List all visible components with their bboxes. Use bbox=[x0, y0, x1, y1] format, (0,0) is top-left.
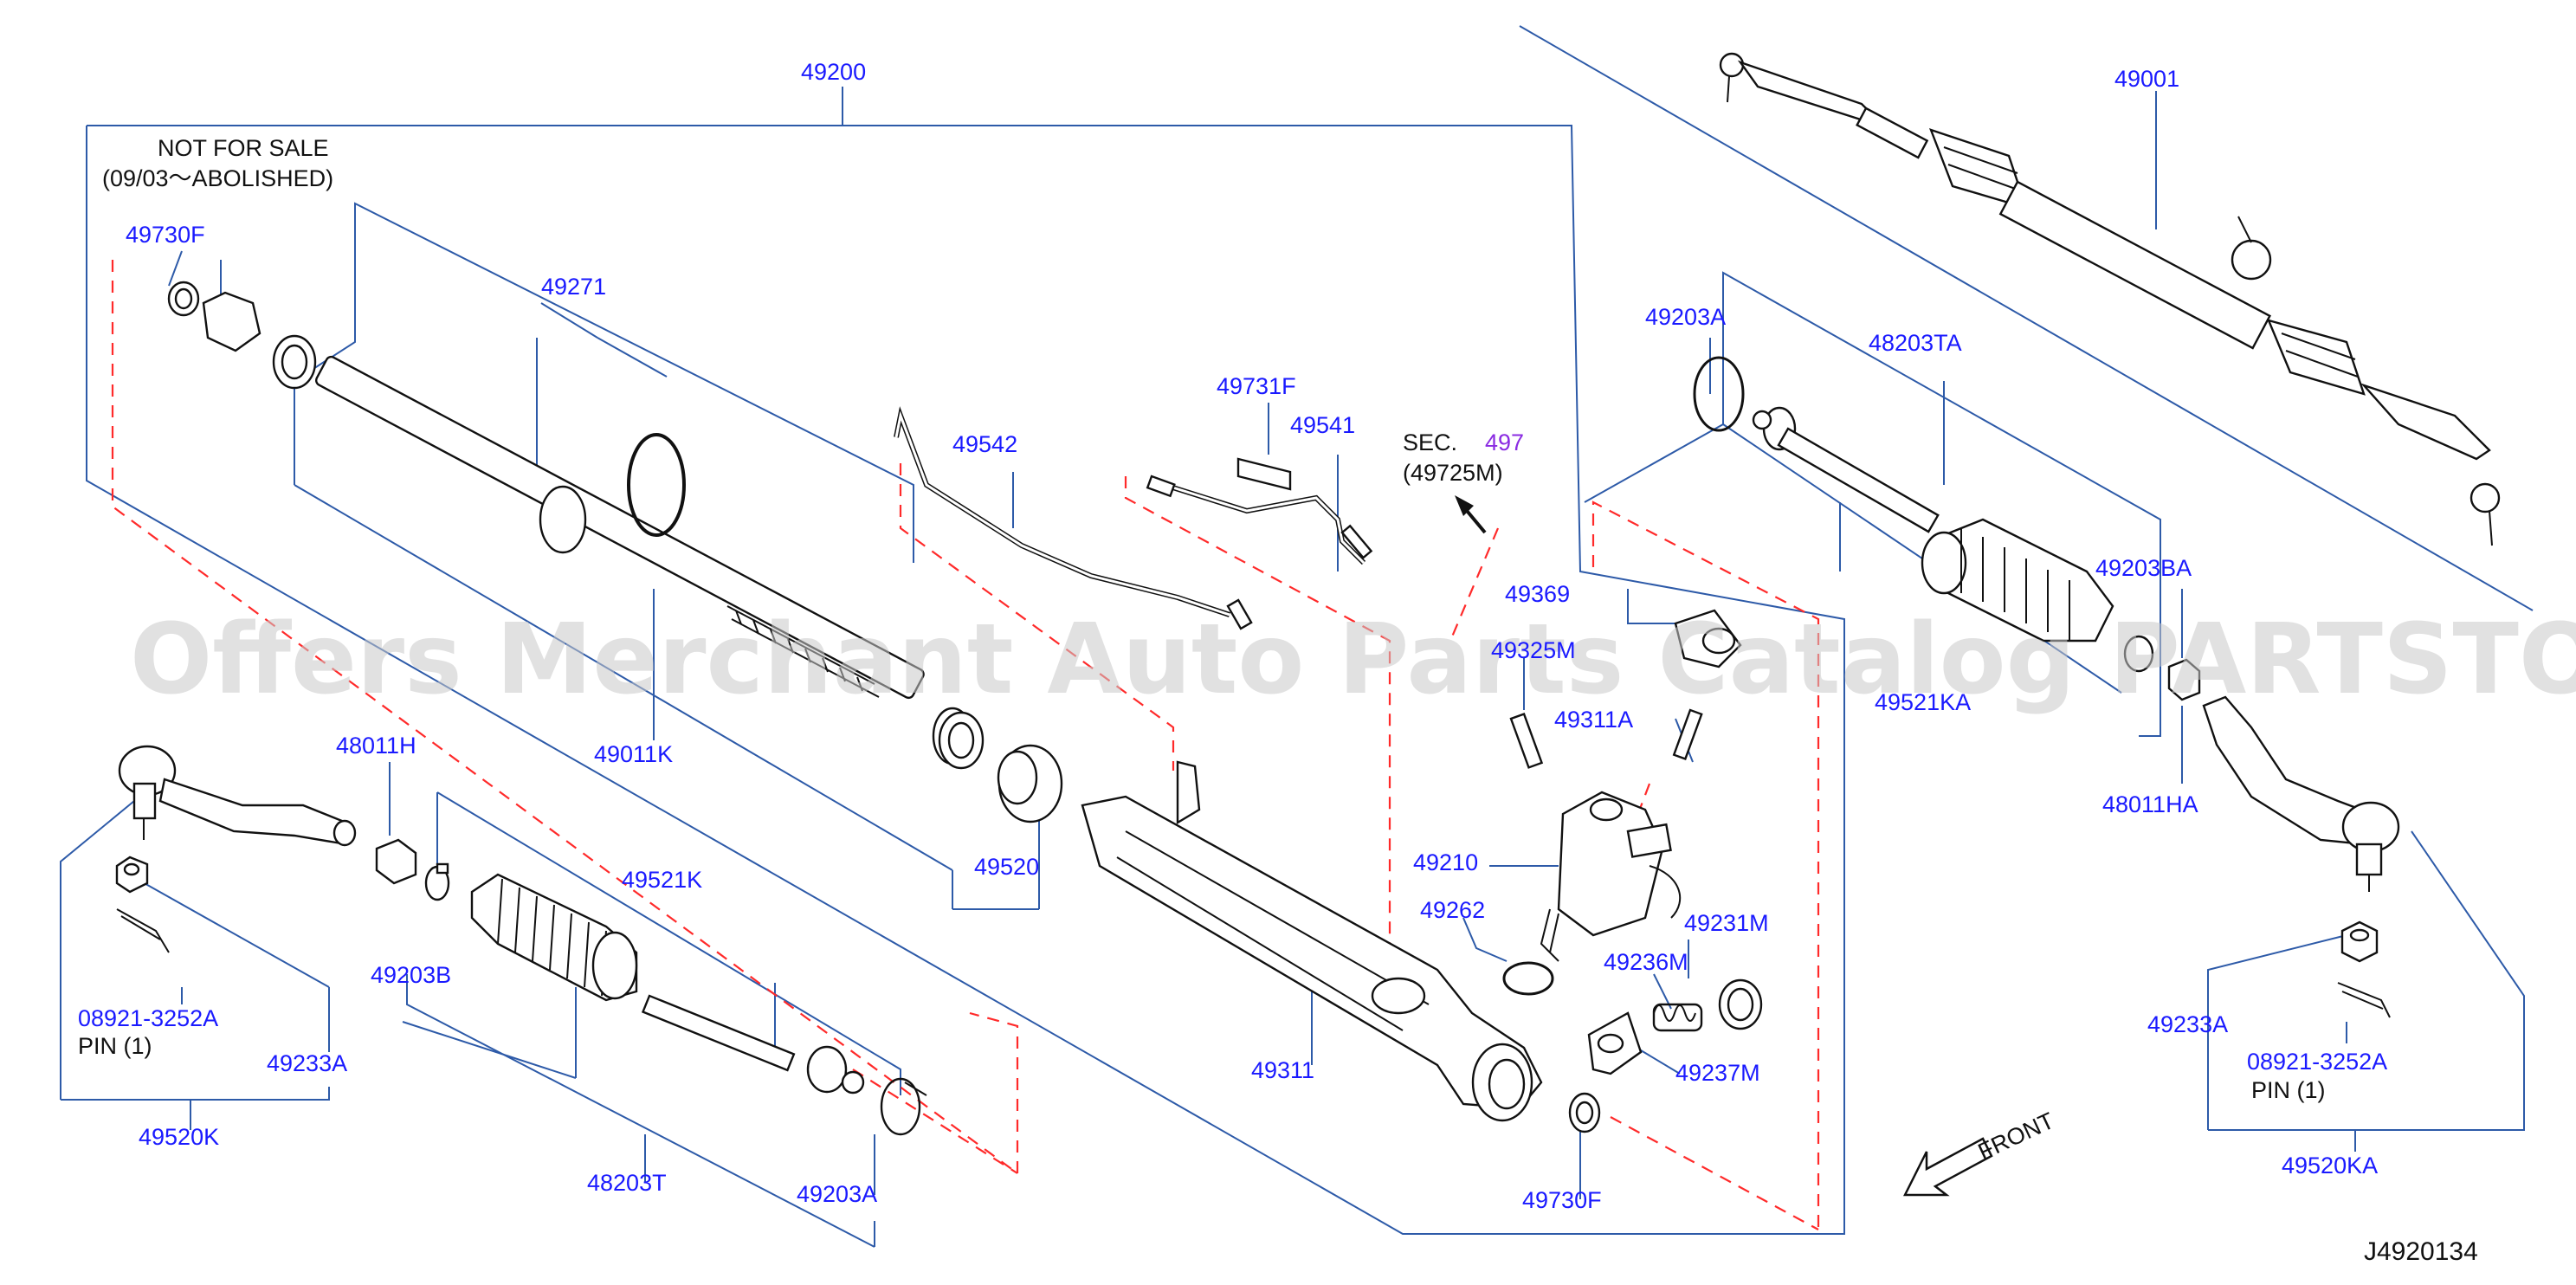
label-48011HA[interactable]: 48011HA bbox=[2102, 791, 2198, 817]
label-49210[interactable]: 49210 bbox=[1413, 849, 1478, 875]
label-49730F-upper[interactable]: 49730F bbox=[126, 222, 205, 248]
o-ring-49262 bbox=[1502, 961, 1554, 996]
nut-right bbox=[2340, 920, 2379, 963]
label-49311A[interactable]: 49311A bbox=[1554, 707, 1633, 733]
label-49011K[interactable]: 49011K bbox=[594, 741, 673, 767]
label-49521K[interactable]: 49521K bbox=[622, 867, 702, 893]
label-49233A-left[interactable]: 49233A bbox=[267, 1050, 347, 1076]
front-label: FRONT bbox=[1974, 1107, 2058, 1165]
boot-48203T bbox=[470, 873, 638, 1002]
cap-49231M bbox=[1718, 978, 1763, 1030]
part-labels[interactable]: 49200 49001 NOT FOR SALE (09/03～ABOLISHE… bbox=[78, 59, 2478, 1266]
clamp-49203B bbox=[424, 862, 450, 901]
pin-qty-right: PIN (1) bbox=[2251, 1077, 2326, 1103]
label-49236M[interactable]: 49236M bbox=[1604, 949, 1688, 975]
label-48203T[interactable]: 48203T bbox=[587, 1170, 667, 1196]
leader-lines bbox=[60, 25, 2534, 1248]
diagram-code: J4920134 bbox=[2364, 1237, 2478, 1266]
label-49203A-upper[interactable]: 49203A bbox=[1645, 304, 1726, 330]
label-49731F[interactable]: 49731F bbox=[1217, 373, 1296, 399]
label-08921-right[interactable]: 08921-3252A bbox=[2247, 1049, 2387, 1075]
section-ref-part: (49725M) bbox=[1403, 460, 1503, 486]
label-49203B[interactable]: 49203B bbox=[371, 962, 451, 988]
label-49200[interactable]: 49200 bbox=[801, 59, 866, 85]
dashed-boundaries bbox=[111, 260, 1820, 1230]
pipe-49542 bbox=[894, 406, 1253, 630]
valve-housing-49210 bbox=[1540, 791, 1682, 962]
label-49237M[interactable]: 49237M bbox=[1675, 1060, 1760, 1086]
ring-48011H bbox=[375, 838, 417, 885]
label-49262[interactable]: 49262 bbox=[1420, 897, 1485, 923]
steering-gear-assembly-49001 bbox=[1719, 52, 2501, 546]
rack-end-nut bbox=[167, 281, 317, 390]
section-ref-number[interactable]: 497 bbox=[1485, 429, 1524, 455]
label-49203A-lower[interactable]: 49203A bbox=[797, 1181, 877, 1207]
washer-49730F-lower bbox=[1568, 1092, 1601, 1133]
pipe-49541 bbox=[1146, 457, 1373, 565]
label-49541[interactable]: 49541 bbox=[1290, 412, 1355, 438]
label-49369[interactable]: 49369 bbox=[1505, 581, 1570, 607]
label-49520[interactable]: 49520 bbox=[974, 854, 1039, 880]
steering-rack-49271 bbox=[315, 355, 985, 770]
gear-housing-49311 bbox=[1081, 760, 1543, 1122]
label-49001[interactable]: 49001 bbox=[2114, 66, 2179, 92]
watermark: Offers Merchant Auto Parts Catalog PARTS… bbox=[130, 604, 2576, 716]
label-49520KA[interactable]: 49520KA bbox=[2282, 1153, 2378, 1178]
section-ref-label: SEC. bbox=[1403, 429, 1457, 455]
label-48011H[interactable]: 48011H bbox=[336, 733, 416, 759]
tie-rod-end-left bbox=[118, 745, 357, 847]
label-49542[interactable]: 49542 bbox=[952, 431, 1017, 457]
boot-48203TA bbox=[1921, 518, 2114, 642]
label-49233A-right[interactable]: 49233A bbox=[2147, 1011, 2228, 1037]
not-for-sale-line1: NOT FOR SALE bbox=[158, 135, 329, 161]
label-49231M[interactable]: 49231M bbox=[1684, 910, 1769, 936]
part-drawings bbox=[115, 52, 2501, 1197]
inner-tie-rod-49521KA bbox=[1752, 406, 1940, 533]
pin-qty-left: PIN (1) bbox=[78, 1033, 152, 1059]
o-ring-49011K bbox=[627, 433, 686, 537]
cotter-pin-left bbox=[116, 908, 170, 953]
clamp-49203A-upper bbox=[1693, 356, 1745, 432]
ring-48011HA bbox=[2167, 658, 2201, 701]
clamp-49203A-lower bbox=[880, 1077, 927, 1136]
nut-left bbox=[115, 856, 149, 894]
bushing-49520 bbox=[997, 744, 1063, 823]
label-49730F-lower[interactable]: 49730F bbox=[1522, 1187, 1602, 1213]
not-for-sale-line2: (09/03～ABOLISHED) bbox=[102, 165, 333, 191]
spring-49236M bbox=[1652, 1003, 1703, 1032]
label-49521KA[interactable]: 49521KA bbox=[1875, 689, 1971, 715]
label-49203BA[interactable]: 49203BA bbox=[2095, 555, 2192, 581]
clamp-49203BA bbox=[2123, 635, 2154, 673]
small-valve-parts bbox=[1509, 609, 1742, 769]
label-49271[interactable]: 49271 bbox=[541, 274, 606, 300]
front-arrow bbox=[1902, 1137, 1993, 1197]
label-49311[interactable]: 49311 bbox=[1251, 1057, 1314, 1083]
label-49520K[interactable]: 49520K bbox=[139, 1124, 219, 1150]
cotter-pin-right bbox=[2337, 982, 2391, 1018]
tie-rod-end-right bbox=[2202, 695, 2400, 892]
label-08921-left[interactable]: 08921-3252A bbox=[78, 1005, 218, 1031]
label-48203TA[interactable]: 48203TA bbox=[1869, 330, 1962, 356]
retainer-49237M bbox=[1587, 1011, 1643, 1075]
sec-arrow bbox=[1455, 495, 1487, 534]
label-49325M[interactable]: 49325M bbox=[1491, 637, 1576, 663]
inner-tie-rod-49521K bbox=[641, 994, 865, 1095]
